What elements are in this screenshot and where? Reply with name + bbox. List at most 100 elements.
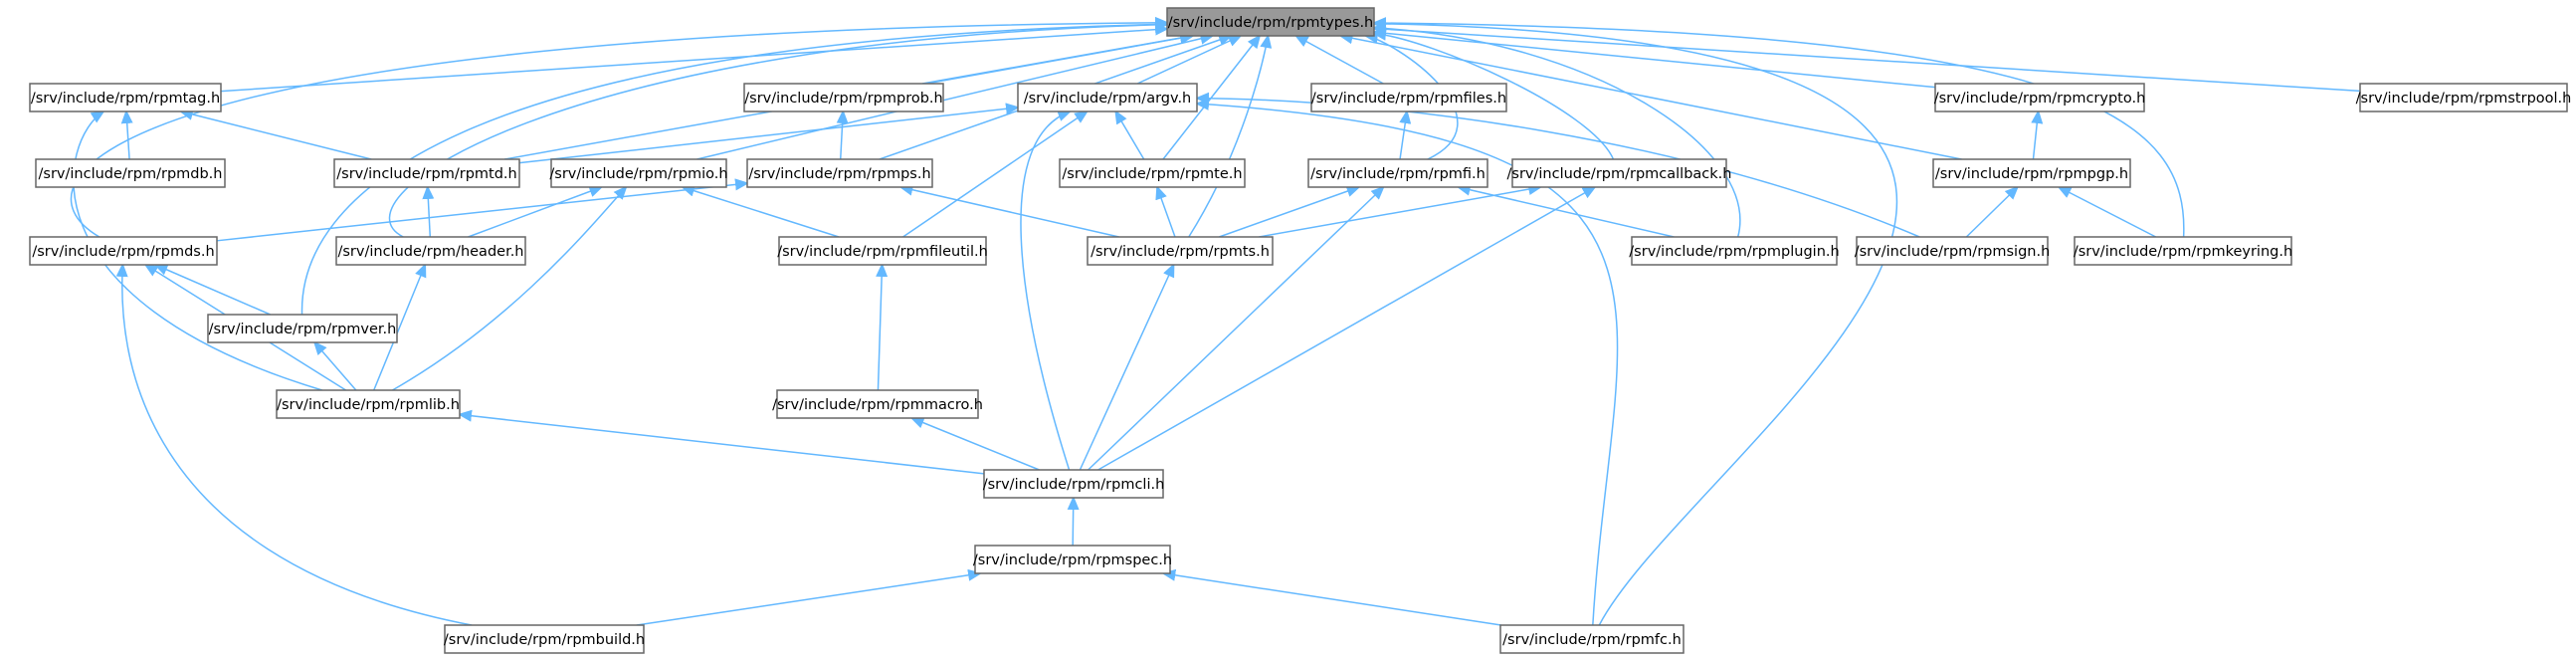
node-rpmfileutil[interactable]: /srv/include/rpm/rpmfileutil.h — [777, 236, 988, 266]
edge-rpmbuild-to-rpmspec — [636, 568, 983, 626]
node-rpmver[interactable]: /srv/include/rpm/rpmver.h — [207, 314, 398, 343]
node-label: /srv/include/rpm/rpmfileutil.h — [777, 244, 988, 260]
node-label: /srv/include/rpm/rpmtag.h — [31, 91, 220, 107]
node-rpmstrpool[interactable]: /srv/include/rpm/rpmstrpool.h — [2356, 83, 2572, 112]
edge-rpmver-to-rpmtypes — [300, 18, 1169, 316]
node-rpmts[interactable]: /srv/include/rpm/rpmts.h — [1087, 236, 1274, 266]
nodes-layer: /srv/include/rpm/rpmtypes.h/srv/include/… — [29, 7, 2572, 654]
node-box[interactable] — [1307, 158, 1488, 188]
node-rpmcrypto[interactable]: /srv/include/rpm/rpmcrypto.h — [1934, 83, 2146, 112]
node-rpmtd[interactable]: /srv/include/rpm/rpmtd.h — [333, 158, 520, 188]
node-box[interactable] — [778, 236, 987, 266]
node-box[interactable] — [1511, 158, 1727, 188]
node-rpmte[interactable]: /srv/include/rpm/rpmte.h — [1059, 158, 1246, 188]
edge-rpmfc-to-rpmspec — [1161, 568, 1501, 626]
node-box[interactable] — [335, 236, 526, 266]
node-label: /srv/include/rpm/rpmte.h — [1062, 166, 1242, 182]
node-box[interactable] — [1499, 624, 1684, 654]
node-label: /srv/include/rpm/rpmts.h — [1090, 244, 1270, 260]
edge-rpmfileutil-to-argv — [902, 110, 1090, 238]
edge-rpmte-to-rpmtypes — [1162, 34, 1262, 160]
edge-rpmplugin-to-rpmtypes — [1372, 22, 1741, 238]
node-rpmplugin[interactable]: /srv/include/rpm/rpmplugin.h — [1629, 236, 1840, 266]
node-rpmfc[interactable]: /srv/include/rpm/rpmfc.h — [1499, 624, 1684, 654]
node-label: /srv/include/rpm/rpmkeyring.h — [2074, 244, 2292, 260]
edge-rpmcli-to-rpmcallback — [1097, 186, 1597, 471]
node-label: /srv/include/rpm/rpmstrpool.h — [2356, 91, 2572, 107]
edge-header-to-rpmio — [468, 185, 604, 238]
node-box[interactable] — [35, 158, 226, 188]
node-label: /srv/include/rpm/rpmcli.h — [983, 477, 1165, 493]
edge-rpmcli-to-rpmmacro — [909, 416, 1040, 471]
node-label: /srv/include/rpm/rpmio.h — [549, 166, 727, 182]
node-label: /srv/include/rpm/rpmplugin.h — [1629, 244, 1839, 260]
node-rpmtag[interactable]: /srv/include/rpm/rpmtag.h — [29, 83, 222, 112]
node-box[interactable] — [550, 158, 727, 188]
node-box[interactable] — [333, 158, 520, 188]
node-box[interactable] — [743, 83, 944, 112]
node-label: /srv/include/rpm/rpmsign.h — [1855, 244, 2051, 260]
node-box[interactable] — [1310, 83, 1507, 112]
node-rpmtypes[interactable]: /srv/include/rpm/rpmtypes.h — [1166, 7, 1375, 37]
node-rpmfiles[interactable]: /srv/include/rpm/rpmfiles.h — [1310, 83, 1507, 112]
edge-rpmsign-to-rpmpgp — [1965, 185, 2020, 238]
node-rpmdb[interactable]: /srv/include/rpm/rpmdb.h — [35, 158, 226, 188]
node-box[interactable] — [29, 83, 222, 112]
node-box[interactable] — [1856, 236, 2049, 266]
edge-rpmte-to-argv — [1114, 110, 1145, 160]
node-box[interactable] — [1631, 236, 1838, 266]
edge-rpmts-to-rpmps — [898, 183, 1119, 238]
node-rpmkeyring[interactable]: /srv/include/rpm/rpmkeyring.h — [2074, 236, 2292, 266]
node-label: /srv/include/rpm/rpmcrypto.h — [1934, 91, 2146, 107]
edge-rpmts-to-rpmfi — [1219, 185, 1361, 238]
node-box[interactable] — [2359, 83, 2568, 112]
node-box[interactable] — [1932, 158, 2131, 188]
node-box[interactable] — [983, 469, 1164, 499]
node-box[interactable] — [29, 236, 218, 266]
node-box[interactable] — [1059, 158, 1246, 188]
node-box[interactable] — [776, 389, 979, 419]
edge-rpmplugin-to-rpmfi — [1456, 183, 1675, 238]
node-box[interactable] — [444, 624, 645, 654]
node-box[interactable] — [1934, 83, 2145, 112]
node-box[interactable] — [1087, 236, 1274, 266]
node-rpmbuild[interactable]: /srv/include/rpm/rpmbuild.h — [444, 624, 645, 654]
edge-rpmcli-to-rpmlib — [458, 409, 985, 475]
edges-layer — [70, 16, 2361, 626]
edge-rpmps-to-rpmprob — [836, 110, 849, 160]
edge-rpmds-to-rpmps — [216, 178, 749, 242]
node-rpmfi[interactable]: /srv/include/rpm/rpmfi.h — [1307, 158, 1488, 188]
edge-rpmfc-to-argv — [1195, 98, 1619, 626]
node-rpmmacro[interactable]: /srv/include/rpm/rpmmacro.h — [772, 389, 983, 419]
node-box[interactable] — [1166, 7, 1375, 37]
node-box[interactable] — [974, 545, 1171, 574]
node-rpmcli[interactable]: /srv/include/rpm/rpmcli.h — [983, 469, 1165, 499]
node-rpmprob[interactable]: /srv/include/rpm/rpmprob.h — [743, 83, 944, 112]
node-rpmsign[interactable]: /srv/include/rpm/rpmsign.h — [1855, 236, 2051, 266]
node-rpmps[interactable]: /srv/include/rpm/rpmps.h — [746, 158, 933, 188]
node-rpmcallback[interactable]: /srv/include/rpm/rpmcallback.h — [1507, 158, 1732, 188]
node-box[interactable] — [746, 158, 933, 188]
node-label: /srv/include/rpm/rpmtypes.h — [1168, 15, 1374, 31]
node-rpmpgp[interactable]: /srv/include/rpm/rpmpgp.h — [1932, 158, 2131, 188]
node-label: /srv/include/rpm/rpmfi.h — [1310, 166, 1486, 182]
node-box[interactable] — [207, 314, 398, 343]
edge-rpmcli-to-rpmts — [1079, 263, 1175, 471]
node-box[interactable] — [1017, 83, 1198, 112]
node-label: /srv/include/rpm/argv.h — [1024, 91, 1192, 107]
node-rpmds[interactable]: /srv/include/rpm/rpmds.h — [29, 236, 218, 266]
node-rpmlib[interactable]: /srv/include/rpm/rpmlib.h — [276, 389, 461, 419]
node-box[interactable] — [2074, 236, 2292, 266]
node-header[interactable]: /srv/include/rpm/header.h — [335, 236, 526, 266]
node-box[interactable] — [276, 389, 461, 419]
node-rpmspec[interactable]: /srv/include/rpm/rpmspec.h — [973, 545, 1172, 574]
edge-rpmfiles-to-rpmtypes — [1293, 35, 1384, 85]
node-label: /srv/include/rpm/rpmfiles.h — [1311, 91, 1506, 107]
node-argv[interactable]: /srv/include/rpm/argv.h — [1017, 83, 1198, 112]
edge-rpmsign-to-argv — [1195, 92, 1920, 238]
edge-rpmlib-to-header — [373, 263, 427, 391]
node-label: /srv/include/rpm/rpmdb.h — [39, 166, 223, 182]
edge-rpmfileutil-to-rpmio — [681, 184, 840, 238]
node-rpmio[interactable]: /srv/include/rpm/rpmio.h — [549, 158, 728, 188]
